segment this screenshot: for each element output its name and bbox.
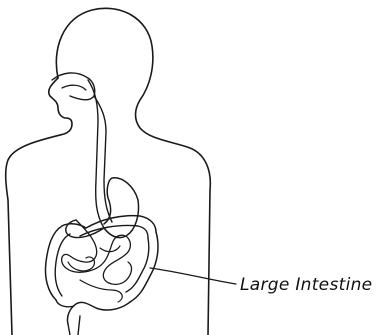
large-intestine	[45, 216, 158, 335]
label-pointer-line	[150, 268, 236, 284]
body-outline	[6, 8, 211, 335]
esophagus	[88, 80, 112, 228]
large-intestine-label: Large Intestine	[240, 275, 372, 295]
